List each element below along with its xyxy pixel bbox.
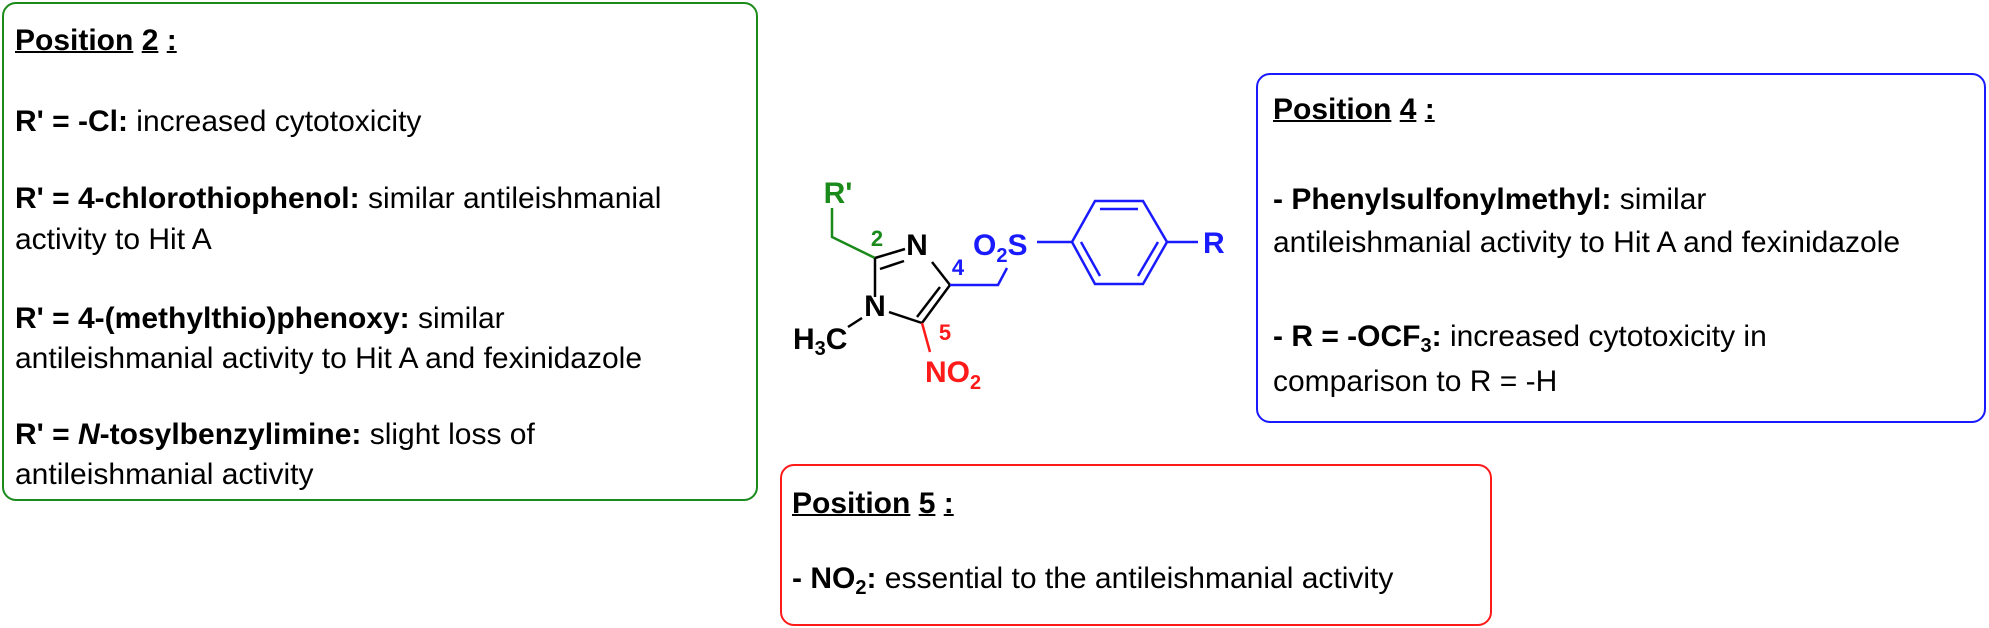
phenylsulfonylmethyl-bonds bbox=[950, 199, 1198, 287]
position-2-item-tosylbenzylimine: R' = N-tosylbenzylimine: slight loss of bbox=[15, 418, 535, 452]
sulfonyl-o: O bbox=[973, 229, 996, 262]
item-label: R' = 4-chlorothiophenol: bbox=[15, 182, 360, 215]
item-label: R' = bbox=[15, 418, 78, 451]
position-2-box: Position 2 : R' = -Cl: increased cytotox… bbox=[2, 2, 758, 501]
position-2-item-chlorothiophenol-cont: activity to Hit A bbox=[15, 223, 212, 257]
item-text: similar antileishmanial bbox=[359, 182, 662, 215]
methyl-subscript: 3 bbox=[815, 338, 826, 360]
position-4-item-ocf3-cont: comparison to R = -H bbox=[1273, 365, 1557, 399]
item-label-italic: N bbox=[78, 418, 100, 451]
item-text: antileishmanial activity to Hit A and fe… bbox=[1273, 226, 1901, 259]
position-5-title: Position 5 : bbox=[792, 487, 954, 521]
nitro-no: NO bbox=[925, 356, 970, 389]
item-label: - Phenylsulfonylmethyl: bbox=[1273, 183, 1612, 216]
item-text: similar bbox=[1611, 183, 1707, 216]
position-4-item-phenylsulfonylmethyl-cont: antileishmanial activity to Hit A and fe… bbox=[1273, 226, 1900, 260]
r-prime-label: R' bbox=[824, 177, 853, 210]
position-2-item-methylthiophenoxy-cont: antileishmanial activity to Hit A and fe… bbox=[15, 342, 642, 376]
position-4-item-phenylsulfonylmethyl: - Phenylsulfonylmethyl: similar bbox=[1273, 183, 1706, 217]
item-text: increased cytotoxicity bbox=[127, 105, 422, 138]
title-number: 2 bbox=[141, 24, 159, 57]
title-colon: : bbox=[1424, 93, 1435, 126]
sulfonyl-label: O2S bbox=[973, 229, 1027, 267]
item-text: increased cytotoxicity in bbox=[1441, 320, 1767, 353]
item-label: R' = 4-(methylthio)phenoxy: bbox=[15, 302, 410, 335]
position-2-item-methylthiophenoxy: R' = 4-(methylthio)phenoxy: similar bbox=[15, 302, 505, 336]
ring-nitrogen-3: N bbox=[906, 229, 928, 262]
item-label: : bbox=[866, 562, 877, 595]
title-word: Position bbox=[1273, 93, 1392, 126]
methyl-c: C bbox=[826, 323, 848, 356]
methyl-h: H bbox=[793, 323, 815, 356]
subscript: 3 bbox=[1420, 335, 1432, 357]
item-text: activity to Hit A bbox=[15, 223, 212, 256]
position-5-box: Position 5 : - NO2: essential to the ant… bbox=[780, 464, 1492, 626]
position-5-number: 5 bbox=[939, 320, 951, 345]
position-4-number: 4 bbox=[952, 255, 965, 280]
position-2-item-tosylbenzylimine-cont: antileishmanial activity bbox=[15, 458, 313, 492]
imidazole-ring-bonds bbox=[847, 247, 952, 329]
title-word: Position bbox=[15, 24, 134, 57]
title-colon: : bbox=[943, 487, 954, 520]
position-2-item-cl: R' = -Cl: increased cytotoxicity bbox=[15, 105, 421, 139]
sulfonyl-s: S bbox=[1007, 229, 1027, 262]
item-label: - NO bbox=[792, 562, 856, 595]
item-label: : bbox=[1431, 320, 1442, 353]
title-colon: : bbox=[166, 24, 177, 57]
item-text: antileishmanial activity bbox=[15, 458, 314, 491]
position-2-number: 2 bbox=[871, 226, 883, 251]
title-number: 4 bbox=[1399, 93, 1417, 126]
item-text: similar bbox=[409, 302, 505, 335]
item-text: antileishmanial activity to Hit A and fe… bbox=[15, 342, 643, 375]
item-text: comparison to R = -H bbox=[1273, 365, 1558, 398]
title-number: 5 bbox=[918, 487, 936, 520]
position-4-title: Position 4 : bbox=[1273, 93, 1435, 127]
ring-nitrogen-1: N bbox=[864, 290, 886, 323]
item-text: slight loss of bbox=[361, 418, 535, 451]
sulfonyl-subscript: 2 bbox=[996, 245, 1007, 267]
item-label: - R = -OCF bbox=[1273, 320, 1421, 353]
nitro-bond bbox=[920, 322, 932, 353]
nitro-subscript: 2 bbox=[970, 372, 981, 394]
item-label: R' = -Cl: bbox=[15, 105, 128, 138]
title-word: Position bbox=[792, 487, 911, 520]
position-5-item-nitro: - NO2: essential to the antileishmanial … bbox=[792, 562, 1394, 599]
r-prime-methylene-bonds bbox=[830, 208, 876, 260]
subscript: 2 bbox=[855, 577, 867, 599]
position-4-box: Position 4 : - Phenylsulfonylmethyl: sim… bbox=[1256, 73, 1986, 423]
item-text: essential to the antileishmanial activit… bbox=[876, 562, 1394, 595]
nitro-label: NO2 bbox=[925, 356, 981, 394]
methyl-label: H3C bbox=[793, 323, 847, 360]
position-2-title: Position 2 : bbox=[15, 24, 177, 58]
position-4-item-ocf3: - R = -OCF3: increased cytotoxicity in bbox=[1273, 320, 1767, 357]
r-label: R bbox=[1203, 227, 1225, 260]
item-label: -tosylbenzylimine: bbox=[99, 418, 362, 451]
position-2-item-chlorothiophenol: R' = 4-chlorothiophenol: similar antilei… bbox=[15, 182, 661, 216]
